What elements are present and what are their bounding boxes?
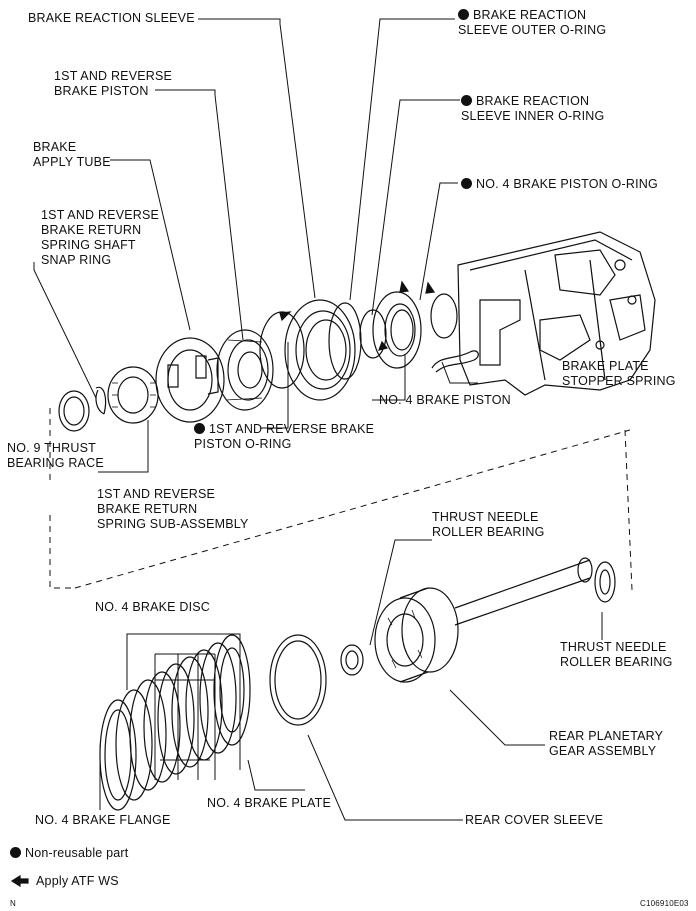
no4-brake-piston-part <box>373 292 421 368</box>
label-no4-brake-disc: NO. 4 BRAKE DISC <box>95 600 211 614</box>
non-reusable-dot-icon <box>458 9 469 20</box>
first-reverse-brake-piston-part <box>217 330 273 410</box>
label-rear-cover-sleeve: REAR COVER SLEEVE <box>465 813 604 827</box>
right-thrust-needle-bearing-part <box>595 562 615 602</box>
stopper-spring-part <box>432 351 478 372</box>
rear-planetary-gear-assembly-part <box>375 558 592 682</box>
return-spring-subassembly-part <box>108 367 158 423</box>
legend-non-reusable: Non-reusable part <box>10 846 128 861</box>
label-no4-brake-piston-oring: NO. 4 BRAKE PISTON O-RING <box>461 177 658 192</box>
figure-code: C106910E03 <box>640 899 689 908</box>
label-first-reverse-brake-piston: 1ST AND REVERSE BRAKE PISTON <box>54 69 173 98</box>
label-outer-oring: BRAKE REACTION SLEEVE OUTER O-RING <box>458 8 607 37</box>
no9-thrust-bearing-race-part <box>59 391 89 431</box>
non-reusable-dot-icon <box>461 178 472 189</box>
apply-atf-arrow-icon <box>12 876 28 886</box>
label-upper-thrust-needle-bearing: THRUST NEEDLE ROLLER BEARING <box>432 510 545 539</box>
label-right-thrust-needle-bearing: THRUST NEEDLE ROLLER BEARING <box>560 640 673 669</box>
label-no9-thrust-bearing-race: NO. 9 THRUST BEARING RACE <box>7 441 104 470</box>
label-inner-oring: BRAKE REACTION SLEEVE INNER O-RING <box>461 94 605 123</box>
piston-oring-part <box>260 312 304 388</box>
brake-pack-part <box>100 635 250 810</box>
non-reusable-dot-icon <box>461 95 472 106</box>
outer-oring-part <box>329 303 361 379</box>
rear-cover-sleeve-part <box>270 635 326 725</box>
leader-lines <box>34 19 602 820</box>
group-boundary <box>50 408 632 590</box>
inner-oring-part <box>360 310 386 358</box>
label-return-spring-subassembly: 1ST AND REVERSE BRAKE RETURN SPRING SUB-… <box>97 487 249 531</box>
brake-apply-tube-part <box>156 338 224 422</box>
apply-atf-arrows <box>280 282 434 350</box>
brake-reaction-sleeve-part <box>285 300 355 400</box>
label-no4-brake-flange: NO. 4 BRAKE FLANGE <box>35 813 171 827</box>
legend-apply-atf: Apply ATF WS <box>36 874 119 888</box>
label-piston-oring: 1ST AND REVERSE BRAKE PISTON O-RING <box>194 422 375 451</box>
no4-brake-piston-oring-part <box>431 294 457 338</box>
corner-letter: N <box>10 899 16 908</box>
label-brake-apply-tube: BRAKE APPLY TUBE <box>33 140 111 169</box>
snap-ring-part <box>96 387 106 414</box>
label-brake-plate-stopper-spring: BRAKE PLATE STOPPER SPRING <box>562 359 676 388</box>
label-no4-brake-plate: NO. 4 BRAKE PLATE <box>207 796 332 810</box>
label-brake-reaction-sleeve: BRAKE REACTION SLEEVE <box>28 11 195 25</box>
label-rear-planetary-gear-assembly: REAR PLANETARY GEAR ASSEMBLY <box>549 729 664 758</box>
non-reusable-dot-icon <box>10 847 21 858</box>
upper-thrust-needle-bearing-part <box>341 645 363 675</box>
transmission-case <box>458 232 655 395</box>
non-reusable-dot-icon <box>194 423 205 434</box>
label-no4-brake-piston: NO. 4 BRAKE PISTON <box>379 393 511 407</box>
label-return-spring-shaft-snap-ring: 1ST AND REVERSE BRAKE RETURN SPRING SHAF… <box>41 208 160 267</box>
